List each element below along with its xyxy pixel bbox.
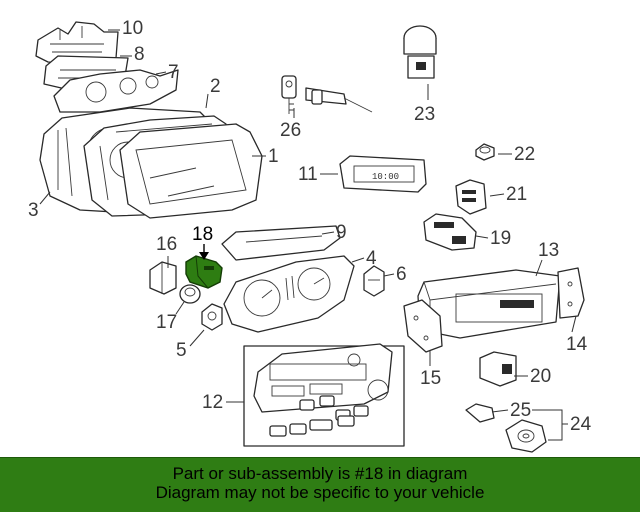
banner-line-disclaimer: Diagram may not be specific to your vehi… [155, 483, 485, 502]
callout-25: 25 [510, 400, 531, 421]
part-1-cluster-glass[interactable] [119, 123, 263, 219]
part-20-switch[interactable] [479, 351, 517, 387]
callout-16: 16 [156, 234, 177, 255]
part-6-socket[interactable] [363, 265, 385, 297]
part-7-cluster-face[interactable] [53, 69, 179, 113]
callout-4: 4 [366, 248, 377, 269]
part-5-bulb-socket[interactable] [201, 303, 223, 331]
part-19-switch-assembly[interactable] [423, 213, 477, 251]
callout-1: 1 [268, 146, 279, 167]
part-18-switch-highlighted[interactable] [185, 255, 223, 289]
callout-18-highlighted: 18 [192, 224, 213, 245]
part-25-clip[interactable] [465, 403, 495, 423]
part-15-left-bracket[interactable] [403, 299, 443, 353]
callout-2: 2 [210, 76, 221, 97]
part-info-banner: Part or sub-assembly is #18 in diagram D… [0, 457, 640, 512]
callout-21: 21 [506, 184, 527, 205]
callout-22: 22 [514, 144, 535, 165]
callout-26: 26 [280, 120, 301, 141]
callout-9: 9 [336, 222, 347, 243]
callout-labels: 10 8 7 2 1 3 26 11 23 22 21 19 9 4 6 16 … [28, 18, 592, 435]
callout-7: 7 [168, 62, 179, 83]
part-26-ignition-key[interactable] [281, 75, 373, 114]
callout-15: 15 [420, 368, 441, 389]
part-11-clock[interactable]: 10:00 [339, 155, 427, 193]
banner-line-part: Part or sub-assembly is #18 in diagram [172, 464, 468, 483]
part-9-bezel[interactable] [221, 225, 341, 261]
part-14-right-bracket[interactable] [557, 267, 585, 319]
part-24-knob-assembly[interactable] [505, 419, 547, 453]
part-17-knob[interactable] [179, 284, 201, 304]
callout-8: 8 [134, 44, 145, 65]
parts-diagram: 10:00 [28, 18, 592, 453]
part-4-face-plate[interactable] [223, 255, 355, 333]
callout-17: 17 [156, 312, 177, 333]
callout-23: 23 [414, 104, 435, 125]
callout-3: 3 [28, 200, 39, 221]
callout-11: 11 [298, 164, 318, 185]
callout-14: 14 [566, 334, 588, 355]
part-21-switch[interactable] [455, 179, 487, 215]
callout-20: 20 [530, 366, 551, 387]
part-12-control-panel[interactable] [243, 343, 405, 447]
callout-13: 13 [538, 240, 559, 261]
part-23-sensor[interactable] [403, 25, 437, 79]
callout-12: 12 [202, 392, 223, 413]
part-10-display-unit[interactable] [35, 21, 119, 67]
callout-5: 5 [176, 340, 187, 361]
callout-19: 19 [490, 228, 511, 249]
leader-lines [39, 29, 577, 441]
svg-text:10:00: 10:00 [372, 172, 399, 182]
part-16-switch[interactable] [149, 261, 177, 295]
part-22-clip[interactable] [475, 143, 495, 161]
callout-10: 10 [122, 18, 143, 39]
callout-24: 24 [570, 414, 592, 435]
callout-6: 6 [396, 264, 407, 285]
